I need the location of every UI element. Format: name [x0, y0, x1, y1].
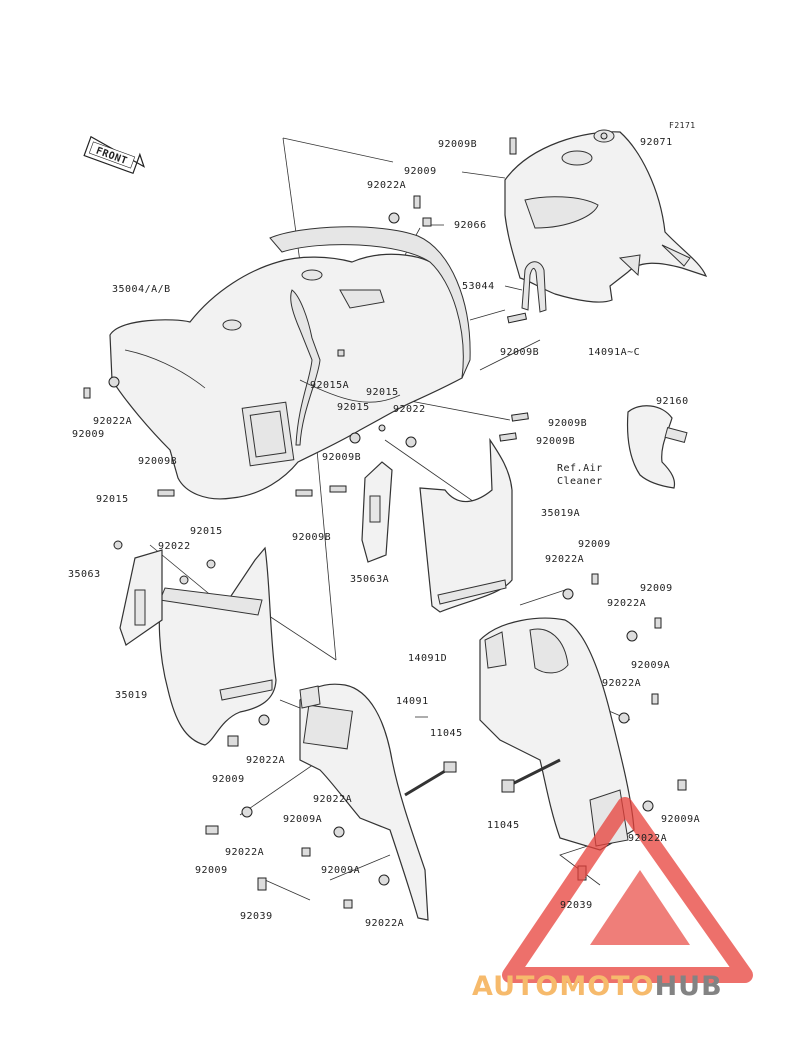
callout-c19: Ref.Air [557, 463, 603, 474]
bracket-35063 [119, 549, 163, 646]
callout-c20: Cleaner [557, 476, 603, 487]
callout-c42: 92022A [313, 794, 352, 805]
bracket-35063a [361, 461, 393, 563]
callout-c32: 92009 [640, 583, 673, 594]
callout-c22: 92009B [322, 452, 361, 463]
callout-labels: F2171 92009B 92071 92009 92022A 92066 35… [68, 121, 700, 929]
callout-c21: 92009B [138, 456, 177, 467]
callout-c15: 92022 [393, 404, 426, 415]
callout-c44: 11045 [487, 820, 520, 831]
callout-c38: 92022A [602, 678, 641, 689]
duct-92160 [626, 405, 688, 489]
inner-fender-14091 [299, 683, 429, 921]
callout-c14: 92015 [337, 402, 370, 413]
callout-c52: 92022A [365, 918, 404, 929]
rear-cover-14091a [504, 129, 708, 303]
callout-c37: 14091 [396, 696, 429, 707]
callout-c5: 92066 [454, 220, 487, 231]
callout-c48: 92009 [195, 865, 228, 876]
callout-c17: 92009B [536, 436, 575, 447]
shaft-11045-left [404, 761, 457, 797]
callout-c46: 92022A [628, 833, 667, 844]
callout-c1: 92009B [438, 139, 477, 150]
hardware [83, 132, 687, 909]
callout-c33: 92022A [607, 598, 646, 609]
svg-text:AUTOMOTOHUB: AUTOMOTOHUB [472, 971, 723, 1002]
callout-c8: 92009B [500, 347, 539, 358]
callout-c43: 92009A [283, 814, 322, 825]
watermark-triangle-icon [502, 797, 753, 983]
callout-c25: 92009B [292, 532, 331, 543]
callout-c7: 53044 [462, 281, 495, 292]
shaft-11045-right [501, 758, 561, 793]
callout-c13: 92009 [72, 429, 105, 440]
callout-c51: 92039 [560, 900, 593, 911]
callout-c9: 14091A~C [588, 347, 640, 358]
callout-c4: 92022A [367, 180, 406, 191]
callout-c3: 92009 [404, 166, 437, 177]
callout-c45: 92009A [661, 814, 700, 825]
callout-c6: 35004/A/B [112, 284, 171, 295]
callout-c18: 92160 [656, 396, 689, 407]
callout-c39: 11045 [430, 728, 463, 739]
flap-35019a [419, 437, 513, 613]
callout-c11: 92015 [366, 387, 399, 398]
callout-c50: 92039 [240, 911, 273, 922]
callout-c27: 92022 [158, 541, 191, 552]
callout-c28: 35063 [68, 569, 101, 580]
diagram-code: F2171 [669, 121, 696, 130]
callout-c16: 92009B [548, 418, 587, 429]
callout-c41: 92009 [212, 774, 245, 785]
strap-53044 [521, 261, 547, 313]
front-arrow-icon: FRONT [83, 135, 146, 175]
callout-c29: 35063A [350, 574, 389, 585]
callout-c23: 92015 [96, 494, 129, 505]
callout-c40: 92022A [246, 755, 285, 766]
watermark-part1: AUTOMOTO [472, 971, 655, 1002]
watermark: AUTOMOTOHUB [472, 797, 753, 1002]
rear-fender-35004 [109, 226, 471, 500]
callout-c30: 92009 [578, 539, 611, 550]
callout-c26: 92015 [190, 526, 223, 537]
callout-c10: 92015A [310, 380, 349, 391]
callout-c49: 92009A [321, 865, 360, 876]
watermark-part2: HUB [655, 971, 723, 1002]
callout-c2: 92071 [640, 137, 673, 148]
callout-c24: 35019A [541, 508, 580, 519]
callout-c47: 92022A [225, 847, 264, 858]
callout-c36: 35019 [115, 690, 148, 701]
fender-35019 [158, 546, 277, 746]
callout-c12: 92022A [93, 416, 132, 427]
callout-c31: 92022A [545, 554, 584, 565]
callout-c34: 14091D [408, 653, 447, 664]
callout-c35: 92009A [631, 660, 670, 671]
